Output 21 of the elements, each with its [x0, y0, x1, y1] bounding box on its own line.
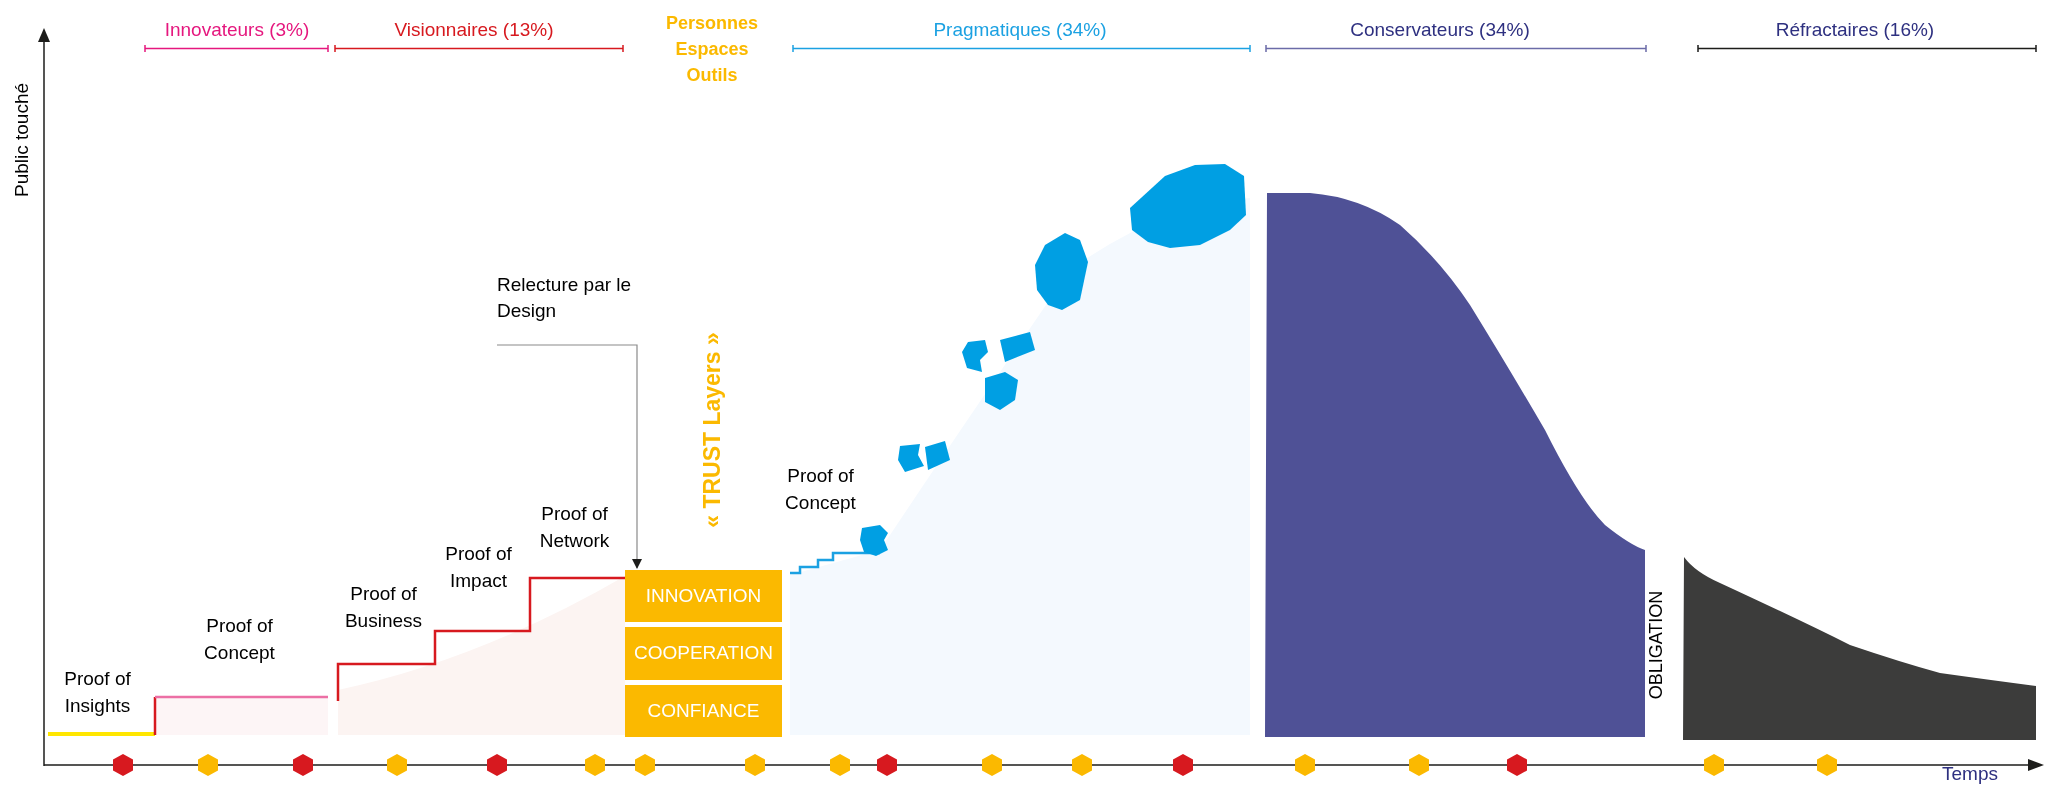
- segment-label: Réfractaires (16%): [1774, 18, 1936, 42]
- segment-label: Conservateurs (34%): [1349, 18, 1531, 42]
- axis-title: Public touché: [10, 81, 33, 200]
- axis-title: Temps: [1941, 762, 1999, 786]
- trust-layers-title: « TRUST Layers »: [698, 331, 726, 530]
- stage-label: Proof of Insights: [63, 667, 132, 718]
- side-label: OBLIGATION: [1645, 589, 1667, 702]
- segment-label: Innovateurs (3%): [163, 18, 311, 42]
- stage-label: Proof of Concept: [203, 614, 276, 665]
- layer-box: COOPERATION: [625, 627, 782, 680]
- trust-layers-heading: Personnes Espaces Outils: [664, 12, 759, 87]
- segment-label: Pragmatiques (34%): [932, 18, 1108, 42]
- annotation-text: Relecture par le Design: [497, 272, 647, 345]
- stage-label: Proof of Impact: [444, 542, 513, 593]
- stage-label: Proof of Network: [538, 502, 611, 553]
- segment-label: Visionnaires (13%): [393, 18, 555, 42]
- layer-box: CONFIANCE: [625, 685, 782, 737]
- stage-label: Proof of Business: [343, 582, 424, 633]
- layer-box: INNOVATION: [625, 570, 782, 622]
- leader-arrow: [496, 344, 642, 569]
- stage-label: Proof of Concept: [784, 464, 857, 515]
